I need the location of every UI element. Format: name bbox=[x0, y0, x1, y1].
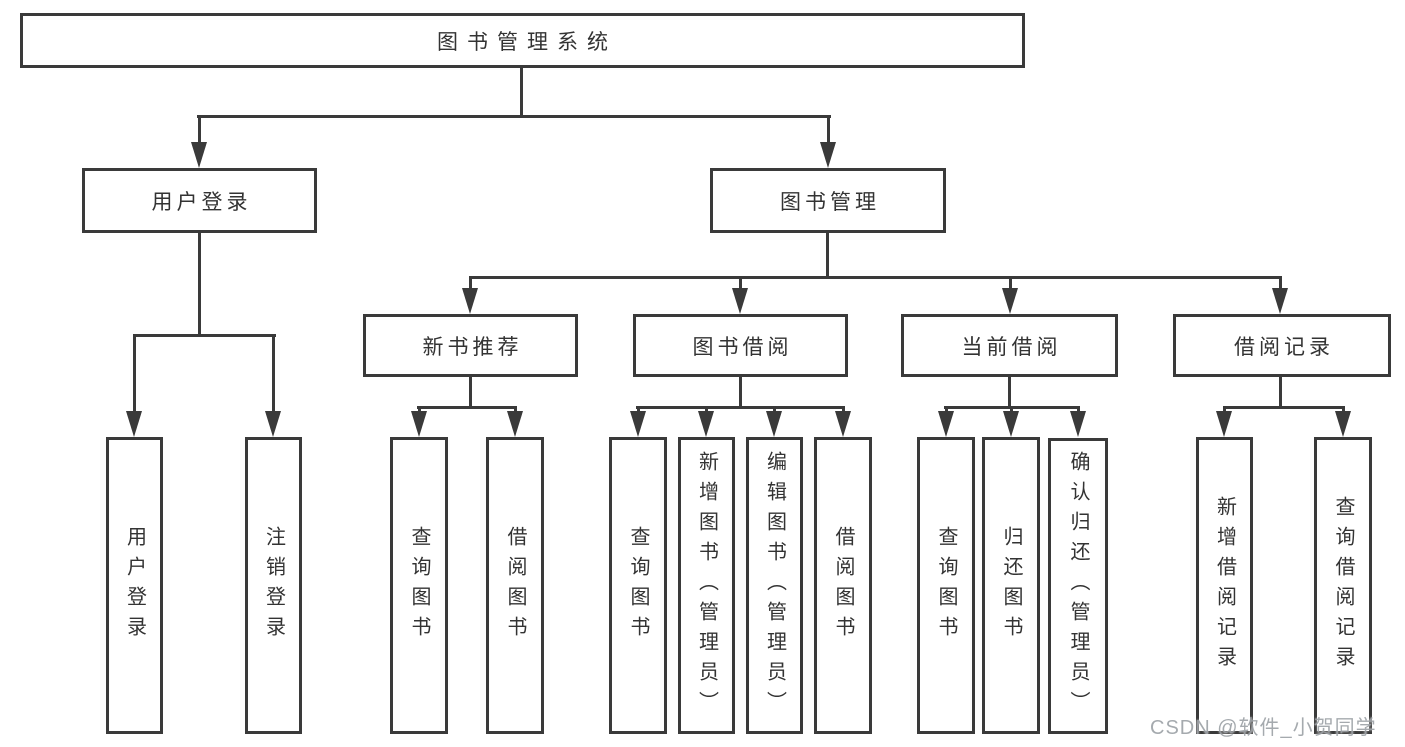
node-library-management-system: 图书管理系统 bbox=[20, 13, 1025, 68]
arrow-to-user-login bbox=[191, 116, 207, 168]
leaf-user-login: 用户登录 bbox=[106, 437, 163, 734]
node-new-book-recommendation: 新书推荐 bbox=[363, 314, 578, 377]
leaf-borrow-books-borrowing: 借阅图书 bbox=[814, 437, 872, 734]
node-label: 编辑图书（管理员） bbox=[763, 450, 786, 721]
arrow-to-add-borrow-record bbox=[1216, 407, 1232, 437]
leaf-add-borrow-record: 新增借阅记录 bbox=[1196, 437, 1253, 734]
edge-root-stub bbox=[520, 68, 523, 118]
node-label: 查询借阅记录 bbox=[1332, 495, 1354, 676]
edge-book-management-branch bbox=[469, 276, 1282, 279]
node-label: 借阅图书 bbox=[504, 525, 526, 646]
leaf-logout: 注销登录 bbox=[245, 437, 302, 734]
edge-user-login-branch bbox=[133, 334, 276, 337]
node-label: 查询图书 bbox=[935, 525, 957, 646]
node-label: 查询图书 bbox=[408, 525, 430, 646]
leaf-query-books-current: 查询图书 bbox=[917, 437, 975, 734]
edge-recommendation-stub bbox=[469, 377, 472, 409]
leaf-add-books-admin: 新增图书（管理员） bbox=[678, 437, 735, 734]
node-label: 新增图书（管理员） bbox=[695, 450, 718, 721]
arrow-to-borrow-books-recommend bbox=[507, 407, 523, 437]
node-label: 注销登录 bbox=[262, 525, 285, 646]
node-book-borrowing: 图书借阅 bbox=[633, 314, 848, 377]
arrow-to-edit-books-admin bbox=[766, 407, 782, 437]
edge-root-branch bbox=[197, 115, 831, 118]
arrow-to-query-books-recommend bbox=[411, 407, 427, 437]
arrow-to-query-borrow-record bbox=[1335, 407, 1351, 437]
node-label: 确认归还（管理员） bbox=[1067, 451, 1089, 721]
arrow-to-book-management bbox=[820, 116, 836, 168]
leaf-query-books-recommend: 查询图书 bbox=[390, 437, 448, 734]
node-label: 查询图书 bbox=[627, 525, 649, 646]
edge-book-management-stub bbox=[826, 233, 829, 279]
watermark: CSDN @软件_小贺同学 bbox=[1150, 717, 1377, 739]
node-user-login: 用户登录 bbox=[82, 168, 317, 233]
edge-user-login-stub bbox=[198, 233, 201, 337]
arrow-to-leaf-logout bbox=[265, 335, 281, 437]
arrow-to-query-books-borrowing bbox=[630, 407, 646, 437]
node-label: 借阅图书 bbox=[832, 525, 854, 646]
node-label: 新增借阅记录 bbox=[1213, 495, 1236, 676]
arrow-to-leaf-user-login bbox=[126, 335, 142, 437]
edge-records-branch bbox=[1223, 406, 1345, 409]
arrow-to-query-books-current bbox=[938, 407, 954, 437]
arrow-to-return-books bbox=[1003, 407, 1019, 437]
node-current-borrowing: 当前借阅 bbox=[901, 314, 1118, 377]
arrow-to-add-books-admin bbox=[698, 407, 714, 437]
arrow-to-current-borrowing bbox=[1002, 277, 1018, 314]
edge-recommendation-branch bbox=[417, 406, 517, 409]
leaf-borrow-books-recommend: 借阅图书 bbox=[486, 437, 544, 734]
leaf-query-borrow-record: 查询借阅记录 bbox=[1314, 437, 1372, 734]
leaf-return-books: 归还图书 bbox=[982, 437, 1040, 734]
arrow-to-borrowing-records bbox=[1272, 277, 1288, 314]
edge-records-stub bbox=[1279, 377, 1282, 409]
arrow-to-confirm-return-admin bbox=[1070, 407, 1086, 437]
arrow-to-book-borrowing bbox=[732, 277, 748, 314]
arrow-to-borrow-books-borrowing bbox=[835, 407, 851, 437]
node-label: 用户登录 bbox=[123, 525, 146, 646]
edge-current-stub bbox=[1008, 377, 1011, 409]
leaf-confirm-return-admin: 确认归还（管理员） bbox=[1048, 438, 1108, 734]
node-borrowing-records: 借阅记录 bbox=[1173, 314, 1391, 377]
leaf-edit-books-admin: 编辑图书（管理员） bbox=[746, 437, 803, 734]
arrow-to-new-book-recommendation bbox=[462, 277, 478, 314]
node-label: 归还图书 bbox=[1000, 525, 1022, 646]
leaf-query-books-borrowing: 查询图书 bbox=[609, 437, 667, 734]
edge-borrowing-branch bbox=[636, 406, 845, 409]
node-book-management: 图书管理 bbox=[710, 168, 946, 233]
edge-borrowing-stub bbox=[739, 377, 742, 409]
